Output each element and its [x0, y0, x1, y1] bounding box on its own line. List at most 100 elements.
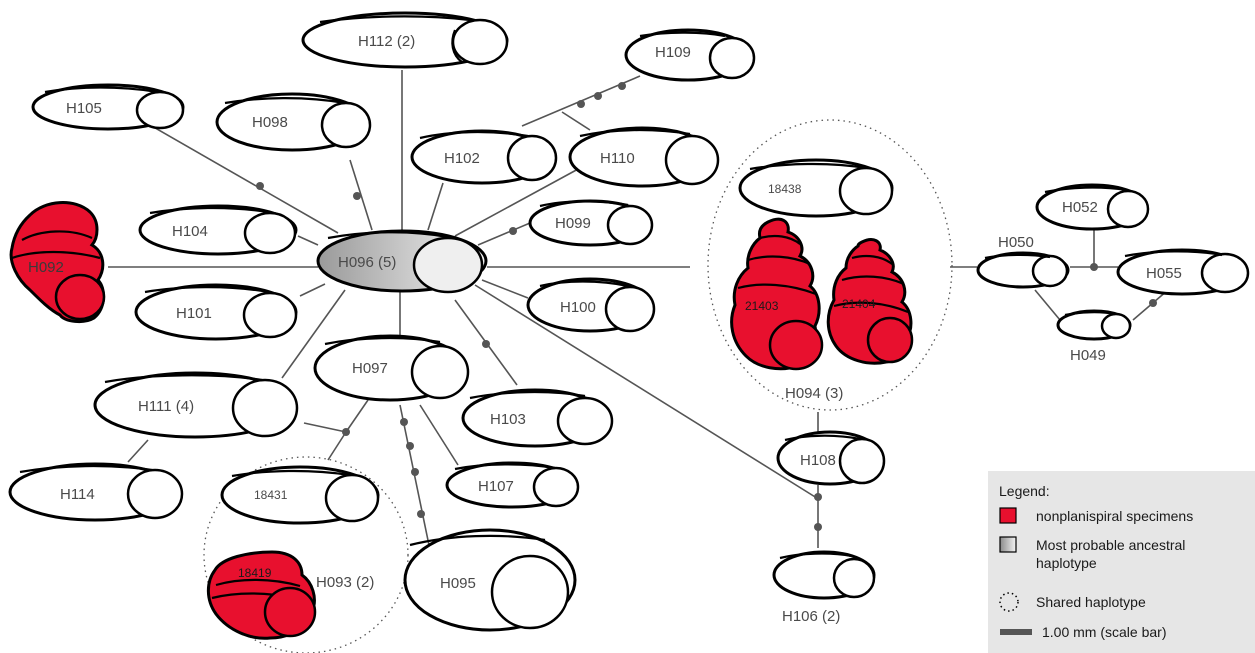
edge-h102-h096	[427, 182, 444, 231]
shell-h098[interactable]: H098	[215, 92, 372, 152]
legend-title: Legend:	[999, 483, 1050, 499]
shell-h096-ancestral[interactable]: H096 (5)	[316, 229, 488, 294]
label-specimen-18438: 18438	[768, 182, 802, 196]
label-h055: H055	[1146, 265, 1182, 282]
shell-h106[interactable]	[772, 550, 876, 600]
shell-h097[interactable]: H097	[313, 334, 470, 402]
label-h092: H092	[28, 259, 64, 276]
shell-specimen-21404-nonplanispiral[interactable]: 21404	[826, 238, 914, 365]
mutation-dot	[256, 182, 264, 190]
edge-h050-h049	[1034, 289, 1061, 321]
shell-specimen-21403-nonplanispiral[interactable]: 21403	[730, 217, 824, 371]
shell-h052[interactable]: H052	[1035, 183, 1150, 231]
label-h111: H111 (4)	[138, 398, 194, 415]
shell-h095[interactable]: H095	[403, 528, 577, 632]
mutation-dot	[411, 468, 419, 476]
legend-ancestral-label-line1: Most probable ancestral	[1036, 537, 1185, 553]
shell-h108[interactable]: H108	[776, 430, 886, 486]
label-h052: H052	[1062, 199, 1098, 216]
legend-background	[988, 471, 1255, 653]
legend-ancestral-swatch	[999, 536, 1017, 553]
label-h049: H049	[1070, 347, 1106, 364]
shell-h100[interactable]: H100	[526, 277, 656, 333]
label-h102: H102	[444, 150, 480, 167]
shell-h099[interactable]: H099	[528, 199, 654, 247]
network-edges	[108, 70, 1169, 551]
shell-h114[interactable]: H114	[8, 462, 184, 522]
shell-h049[interactable]	[1056, 309, 1132, 341]
label-h101: H101	[176, 305, 212, 322]
mutation-dot	[618, 82, 626, 90]
shell-h112[interactable]: H112 (2)	[301, 11, 509, 69]
mutation-dot	[400, 418, 408, 426]
shell-h055[interactable]: H055	[1116, 248, 1250, 296]
mutation-dot	[814, 523, 822, 531]
edge-h111-h114	[127, 439, 149, 463]
edge-h097-h095	[399, 404, 431, 551]
legend-scale-bar-line	[1000, 629, 1032, 635]
edge-h099-h096	[477, 222, 531, 246]
shell-h092-nonplanispiral[interactable]: H092	[9, 201, 106, 324]
shell-h102[interactable]: H102	[410, 129, 558, 185]
label-h098: H098	[252, 114, 288, 131]
edge-h100-h096	[481, 279, 529, 299]
shell-h107[interactable]: H107	[445, 461, 580, 509]
shell-h111[interactable]: H111 (4)	[93, 371, 299, 439]
label-h114: H114	[60, 486, 95, 503]
label-h099: H099	[555, 215, 591, 232]
label-h106: H106 (2)	[782, 608, 840, 625]
mutation-dot	[577, 100, 585, 108]
shell-specimen-18419-nonplanispiral[interactable]: 18419	[206, 550, 317, 640]
edge-h098-h096	[349, 159, 373, 231]
legend-scale-label: 1.00 mm (scale bar)	[1042, 624, 1166, 640]
mutation-dot	[417, 510, 425, 518]
mutation-dot	[509, 227, 517, 235]
label-h095: H095	[440, 575, 476, 592]
label-h109: H109	[655, 44, 691, 61]
edge-h096-h108	[474, 284, 821, 501]
label-h050: H050	[998, 234, 1034, 251]
mutation-dot	[594, 92, 602, 100]
mutation-dot	[342, 428, 350, 436]
label-h103: H103	[490, 411, 526, 428]
shell-specimen-18431[interactable]: 18431	[220, 465, 380, 525]
shared-haplotype-circle-h093	[203, 456, 409, 653]
label-h105: H105	[66, 100, 102, 117]
shell-specimen-18438[interactable]: 18438	[738, 158, 894, 218]
legend-ancestral-label-line2: haplotype	[1036, 555, 1097, 571]
legend-nonplanispiral-swatch	[999, 507, 1017, 524]
shell-h103[interactable]: H103	[461, 388, 614, 448]
label-specimen-21403: 21403	[745, 299, 779, 313]
shell-h105[interactable]: H105	[31, 83, 185, 131]
legend-shared-label: Shared haplotype	[1036, 594, 1146, 610]
edge-h097-h107	[419, 404, 459, 466]
label-h093-group: H093 (2)	[316, 574, 374, 591]
legend-nonplanispiral-label: nonplanispiral specimens	[1036, 508, 1193, 524]
label-specimen-18431: 18431	[254, 488, 288, 502]
mutation-dot	[406, 442, 414, 450]
shell-h101[interactable]: H101	[134, 283, 298, 341]
label-h096: H096 (5)	[338, 254, 396, 271]
shell-h104[interactable]: H104	[138, 204, 298, 256]
edge-h101-h096	[299, 283, 326, 297]
edge-junction-h111	[303, 422, 347, 433]
shell-h110[interactable]: H110	[568, 126, 720, 188]
shared-haplotype-circle-h094	[707, 119, 953, 411]
mutation-dot	[1090, 263, 1098, 271]
shell-h109[interactable]: H109	[624, 28, 756, 82]
label-h104: H104	[172, 223, 208, 240]
label-h100: H100	[560, 299, 596, 316]
edge-h097-junction	[345, 399, 369, 433]
label-specimen-18419: 18419	[238, 566, 272, 580]
edge-h111-h096	[281, 289, 346, 379]
mutation-dot	[482, 340, 490, 348]
label-h112: H112 (2)	[358, 33, 415, 50]
shell-h050[interactable]	[976, 251, 1070, 289]
legend: Legend: nonplanispiral specimens Most pr…	[988, 471, 1255, 653]
mutation-dot	[353, 192, 361, 200]
edge-junction-h110	[561, 111, 591, 131]
edge-h104-h096	[297, 235, 319, 246]
mutation-steps	[256, 82, 1157, 531]
edge-junction-h093	[327, 431, 347, 461]
